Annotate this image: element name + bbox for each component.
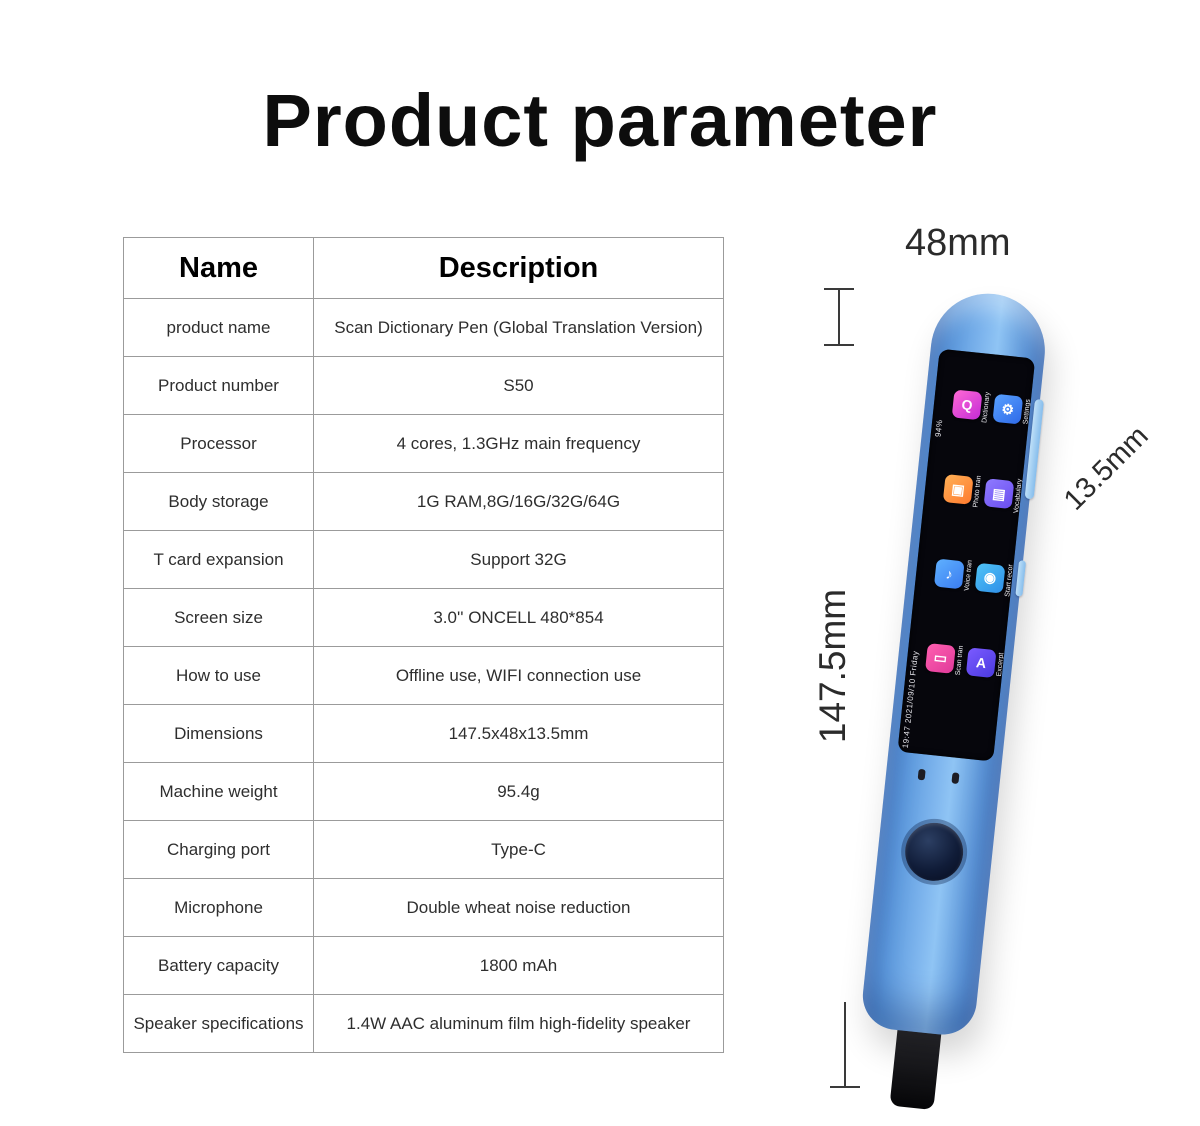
camera-icon: ▣ [942,474,974,505]
spec-name: Screen size [123,588,314,647]
dimension-thickness-label: 13.5mm [1057,419,1155,517]
battery-indicator: 94% [933,419,945,438]
power-button [1015,560,1027,597]
spec-description: 3.0'' ONCELL 480*854 [313,588,724,647]
microphone-hole [951,772,960,785]
book-icon: ▤ [983,478,1015,510]
spec-description: 95.4g [313,762,724,821]
spec-description: Scan Dictionary Pen (Global Translation … [313,298,724,357]
spec-name: Processor [123,414,314,473]
spec-name: How to use [123,646,314,705]
spec-name: Microphone [123,878,314,937]
app-label: Excerpt [995,652,1006,677]
dimension-width-label: 48mm [905,222,1011,264]
record-icon: ◉ [974,562,1006,594]
table-header-row: Name Description [123,237,724,299]
app-label: Start recor [1004,563,1015,597]
column-header-description: Description [313,237,724,299]
microphone-icon: ♪ [933,558,965,590]
spec-name: Battery capacity [123,936,314,995]
dimension-length-label: 147.5mm [812,588,853,744]
app-label: Settings [1022,398,1032,425]
spec-name: Machine weight [123,762,314,821]
app-label: Dictionary [981,391,992,424]
spec-name: Speaker specifications [123,994,314,1053]
spec-description: 4 cores, 1.3GHz main frequency [313,414,724,473]
app-label: Voice tran [963,559,974,592]
spec-description: 1.4W AAC aluminum film high-fidelity spe… [313,994,724,1053]
microphone-hole [917,768,926,781]
spec-name: Charging port [123,820,314,879]
spec-name: T card expansion [123,530,314,589]
page-title: Product parameter [262,79,938,162]
spec-description: S50 [313,356,724,415]
spec-description: 1800 mAh [313,936,724,995]
app-label: Vocabulary [1013,478,1024,514]
app-label: Photo tran [972,475,983,508]
spec-description: Type-C [313,820,724,879]
spec-name: Product number [123,356,314,415]
dimension-mark-bottom [830,1002,860,1088]
spec-description: Support 32G [313,530,724,589]
spec-description: Offline use, WIFI connection use [313,646,724,705]
spec-description: 1G RAM,8G/16G/32G/64G [313,472,724,531]
scan-trigger-button [902,819,967,884]
gear-icon: ⚙ [992,394,1024,425]
excerpt-icon: A [965,646,997,678]
app-vocabulary: ▤Vocabulary [981,453,1026,535]
app-photo-translate: ▣Photo tran [940,449,985,531]
app-voice-translate: ♪Voice tran [931,533,976,615]
dimension-mark-top [824,288,854,346]
product-image: 48mm 147.5mm 13.5mm 94% 19:47 2021/09/10… [810,220,1200,1126]
spec-description: 147.5x48x13.5mm [313,704,724,763]
scan-icon: ▭ [925,642,956,674]
app-settings: ⚙Settings [990,369,1035,451]
app-label: Scan tran [954,644,965,676]
datetime-status: 19:47 2021/09/10 Friday [900,650,921,749]
column-header-name: Name [123,237,314,299]
app-scan-translate: ▭Scan tran [922,617,967,699]
spec-description: Double wheat noise reduction [313,878,724,937]
spec-name: product name [123,298,314,357]
dictionary-icon: Q [951,389,983,421]
spec-name: Dimensions [123,704,314,763]
spec-name: Body storage [123,472,314,531]
app-recorder: ◉Start recor [972,537,1017,619]
